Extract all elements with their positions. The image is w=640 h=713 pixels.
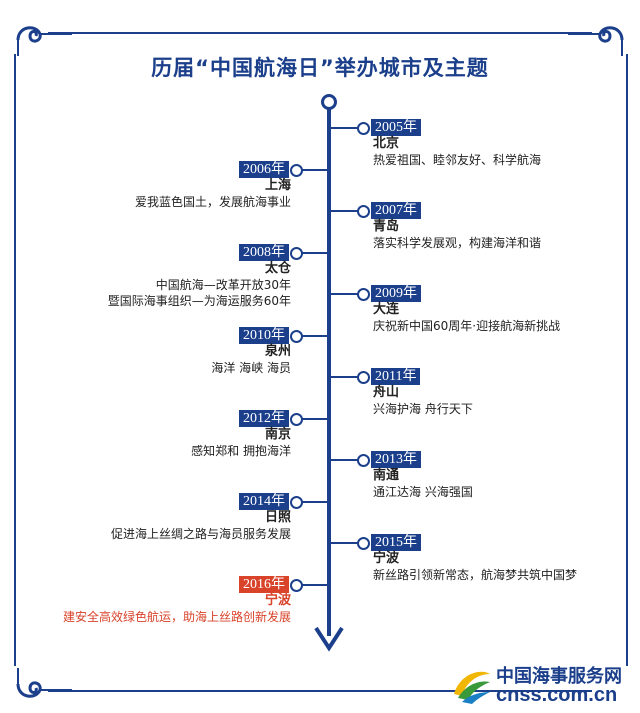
timeline-connector: [329, 210, 359, 212]
logo-domain: cnss.com.cn: [496, 684, 618, 706]
corner-ornament-icon: [16, 668, 72, 698]
timeline-entry: 太仓中国航海—改革开放30年暨国际海事组织—为海运服务60年: [108, 261, 291, 309]
city-name: 宁波: [264, 593, 291, 608]
city-name: 上海: [264, 178, 291, 193]
timeline-axis: [327, 100, 331, 636]
theme-text: 爱我蓝色国土，发展航海事业: [134, 195, 291, 209]
year-label: 2010年: [239, 327, 289, 344]
city-name: 青岛: [373, 219, 400, 234]
theme-text: 热爱祖国、睦邻友好、科学航海: [373, 153, 542, 167]
site-logo: 中国海事服务网 cnss.com.cn: [450, 660, 630, 710]
year-label: 2016年: [239, 576, 289, 593]
timeline-entry: 泉州海洋 海峡 海员: [211, 344, 291, 376]
timeline-entry: 大连庆祝新中国60周年·迎接航海新挑战: [373, 302, 560, 334]
year-label: 2006年: [239, 161, 289, 178]
timeline-entry: 宁波新丝路引领新常态，航海梦共筑中国梦: [373, 551, 577, 583]
timeline-connector: [301, 252, 329, 254]
timeline-connector: [301, 418, 329, 420]
theme-text: 建安全高效绿色航运，助海上丝路创新发展: [62, 610, 291, 624]
theme-text: 庆祝新中国60周年·迎接航海新挑战: [373, 319, 561, 333]
frame-left-line: [14, 54, 16, 666]
theme-text: 兴海护海 舟行天下: [373, 402, 473, 416]
city-name: 南京: [264, 427, 291, 442]
theme-text: 中国航海—改革开放30年: [155, 278, 291, 292]
timeline-entry: 南通通江达海 兴海强国: [373, 468, 473, 500]
arrow-down-icon: [314, 626, 344, 652]
city-name: 宁波: [373, 551, 400, 566]
timeline-connector: [301, 584, 329, 586]
city-name: 泉州: [264, 344, 291, 359]
theme-text: 促进海上丝绸之路与海员服务发展: [110, 527, 291, 541]
frame-top-line: [48, 32, 592, 34]
timeline-entry: 日照促进海上丝绸之路与海员服务发展: [111, 510, 291, 542]
year-label: 2012年: [239, 410, 289, 427]
year-label: 2009年: [371, 285, 421, 302]
frame-bottom-line: [48, 690, 592, 692]
city-name: 大连: [373, 302, 400, 317]
year-label: 2005年: [371, 119, 421, 136]
timeline-entry: 南京感知郑和 拥抱海洋: [191, 427, 291, 459]
frame-right-line: [626, 54, 628, 666]
theme-text: 通江达海 兴海强国: [373, 485, 473, 499]
timeline-connector: [329, 376, 359, 378]
theme-text: 暨国际海事组织—为海运服务60年: [107, 294, 291, 308]
corner-ornament-icon: [568, 26, 624, 56]
page-title: 历届“中国航海日”举办城市及主题: [151, 56, 489, 80]
logo-swoosh-icon: [454, 671, 490, 704]
timeline-entry: 上海爱我蓝色国土，发展航海事业: [135, 178, 291, 210]
year-label: 2013年: [371, 451, 421, 468]
timeline-entry: 北京热爱祖国、睦邻友好、科学航海: [373, 136, 541, 168]
theme-text: 落实科学发展观，构建海洋和谐: [373, 236, 542, 250]
city-name: 舟山: [373, 385, 400, 400]
year-label: 2015年: [371, 534, 421, 551]
timeline-connector: [301, 501, 329, 503]
timeline-connector: [301, 335, 329, 337]
timeline-connector: [329, 127, 359, 129]
year-label: 2007年: [371, 202, 421, 219]
corner-ornament-icon: [16, 26, 72, 56]
logo-name: 中国海事服务网: [496, 666, 622, 687]
timeline-connector: [329, 293, 359, 295]
city-name: 北京: [373, 136, 400, 151]
year-label: 2008年: [239, 244, 289, 261]
timeline-connector: [329, 542, 359, 544]
year-label: 2011年: [371, 368, 421, 385]
timeline-entry: 宁波建安全高效绿色航运，助海上丝路创新发展: [63, 593, 291, 625]
timeline-start-node: [321, 94, 337, 110]
theme-text: 海洋 海峡 海员: [211, 361, 291, 375]
city-name: 南通: [373, 468, 400, 483]
timeline-connector: [329, 459, 359, 461]
theme-text: 新丝路引领新常态，航海梦共筑中国梦: [373, 568, 578, 582]
year-label: 2014年: [239, 493, 289, 510]
timeline-entry: 舟山兴海护海 舟行天下: [373, 385, 473, 417]
city-name: 太仓: [264, 261, 291, 276]
city-name: 日照: [264, 510, 291, 525]
theme-text: 感知郑和 拥抱海洋: [191, 444, 291, 458]
timeline-entry: 青岛落实科学发展观，构建海洋和谐: [373, 219, 541, 251]
timeline-connector: [301, 169, 329, 171]
